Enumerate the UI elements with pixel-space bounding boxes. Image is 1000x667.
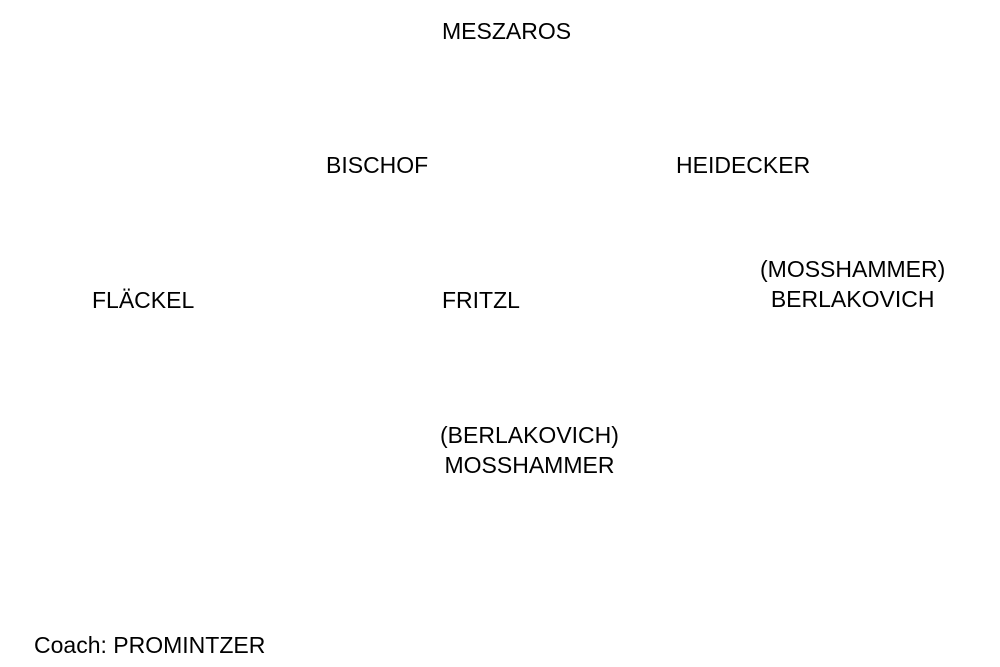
player-name: HEIDECKER — [676, 152, 811, 178]
player-heidecker: HEIDECKER — [676, 150, 810, 180]
player-mosshammer: (BERLAKOVICH) MOSSHAMMER — [440, 420, 619, 480]
player-name: MESZAROS — [442, 18, 572, 44]
player-meszaros: MESZAROS — [442, 16, 571, 46]
player-flaeckel: FLÄCKEL — [92, 285, 194, 315]
coach-label: Coach: PROMINTZER — [34, 632, 266, 658]
player-name: FRITZL — [442, 287, 520, 313]
substitute-name: (BERLAKOVICH) — [440, 422, 619, 448]
player-name: BISCHOF — [326, 152, 429, 178]
substitute-name: (MOSSHAMMER) — [760, 256, 946, 282]
player-fritzl: FRITZL — [442, 285, 520, 315]
player-name: FLÄCKEL — [92, 287, 195, 313]
player-name: MOSSHAMMER — [444, 452, 615, 478]
player-name: BERLAKOVICH — [770, 286, 935, 312]
player-berlakovich: (MOSSHAMMER) BERLAKOVICH — [760, 254, 945, 314]
player-bischof: BISCHOF — [326, 150, 428, 180]
